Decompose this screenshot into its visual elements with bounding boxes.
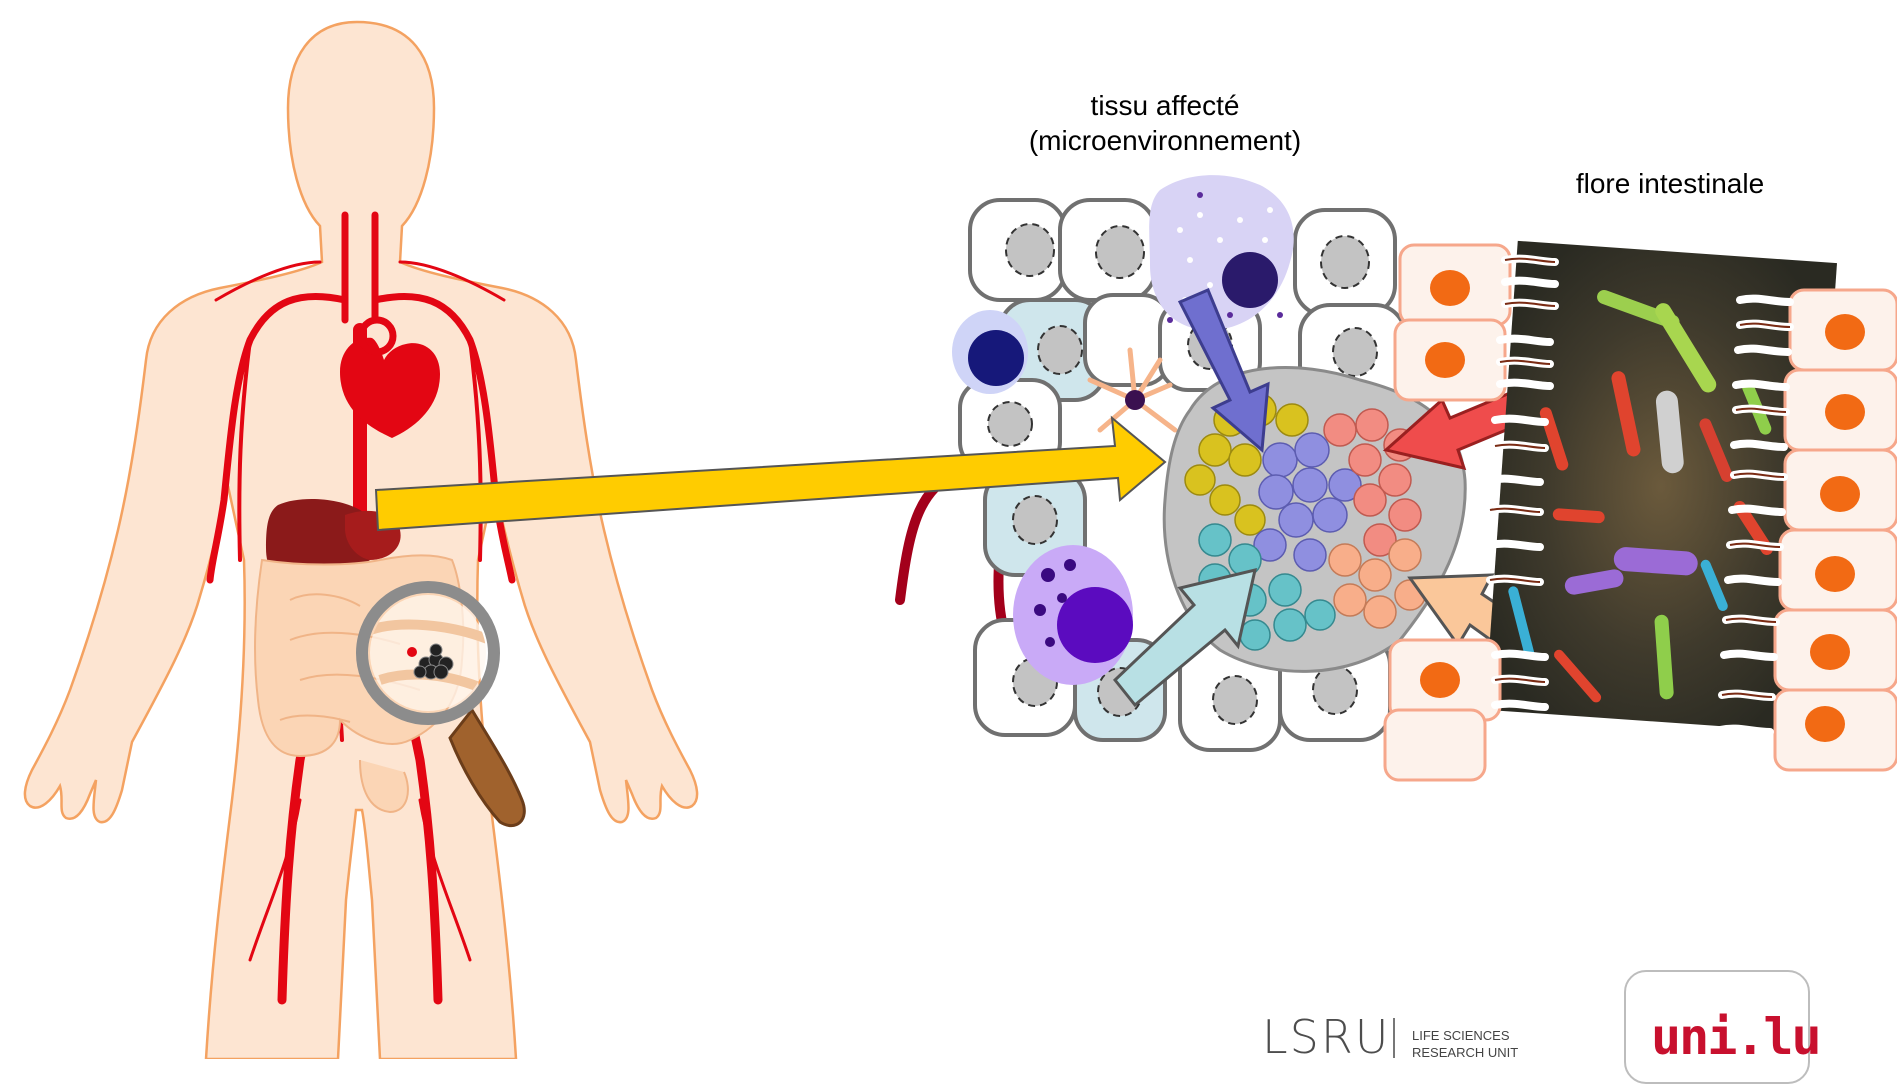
diagram-canvas [0,0,1897,1059]
lsru-logo-line1: LIFE SCIENCES [1412,1028,1510,1043]
lsru-logo-mark: LSRU [1262,1010,1390,1064]
neutrophil-cell [1013,545,1133,685]
unilu-logo: uni.lu [1651,1008,1781,1066]
tissue-label: tissu affecté (microenvironnement) [940,88,1390,158]
tissue-label-line2: (microenvironnement) [940,123,1390,158]
human-body-illustration [25,22,697,1059]
lsru-logo-line2: RESEARCH UNIT [1412,1045,1518,1060]
lymphocyte-cell [952,310,1028,394]
flora-label: flore intestinale [1550,166,1790,201]
mast-cell [1149,175,1294,330]
tissue-label-line1: tissu affecté [940,88,1390,123]
lsru-logo-separator [1393,1018,1395,1058]
